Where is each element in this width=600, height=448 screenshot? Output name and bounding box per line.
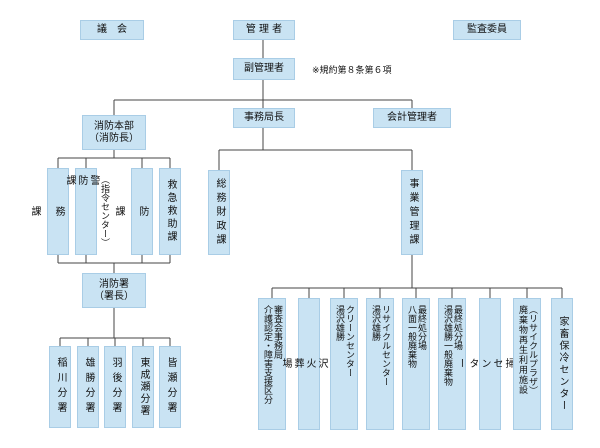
fire-chief-label: （消防長） bbox=[89, 132, 139, 144]
branch-office-label: 雄勝分署 bbox=[83, 357, 94, 417]
accountant-box: 会計管理者 bbox=[373, 108, 451, 128]
branch-office-box: 羽後分署 bbox=[104, 346, 126, 428]
finance-division-label: 総務財政課 bbox=[214, 177, 225, 248]
deputy-manager-box: 副管理者 bbox=[233, 58, 295, 80]
accountant-label: 会計管理者 bbox=[387, 112, 437, 123]
facility-label: 湯沢雄勝 bbox=[334, 305, 344, 341]
manager-box: 管 理 者 bbox=[233, 20, 295, 40]
facility-label: 最終処分場 bbox=[452, 305, 462, 350]
facility-label: 湯沢雄勝 bbox=[370, 305, 380, 341]
finance-division-box: 総務財政課 bbox=[208, 170, 230, 255]
rescue-division-label: 救急救助課 bbox=[165, 179, 176, 244]
facility-box: 湯沢雄勝一般廃棄物 最終処分場 bbox=[438, 298, 466, 430]
facility-label: 審査会事務局 bbox=[272, 305, 282, 359]
business-division-label: 事業管理課 bbox=[407, 177, 418, 248]
facility-box: 湯沢雄勝 リサイクルセンター bbox=[366, 298, 394, 430]
branch-office-label: 稲川分署 bbox=[55, 357, 66, 417]
facility-box: 廃棄物再生利用施設 （リサイクルプラザ） bbox=[513, 298, 541, 430]
facility-box: 湯 沢 火 葬 場 bbox=[280, 298, 339, 430]
facility-label: 湯沢雄勝一般廃棄物 bbox=[442, 305, 452, 386]
branch-office-box: 東成瀬分署 bbox=[132, 346, 154, 428]
facility-box: 八面一般廃棄物 最終処分場 bbox=[402, 298, 430, 430]
fire-hq-label: 消防本部 bbox=[94, 120, 134, 132]
facility-label: リサイクルセンター bbox=[380, 305, 390, 386]
deputy-manager-label: 副管理者 bbox=[244, 63, 284, 74]
bylaw-note: ※規約第８条第６項 bbox=[312, 66, 392, 76]
facility-label: 廃棄物再生利用施設 bbox=[517, 305, 527, 395]
facility-label: 最終処分場 bbox=[416, 305, 426, 350]
facility-label: 介護認定・障害支援区分 bbox=[262, 305, 272, 404]
fire-defense-division-label: 警 防 課 bbox=[64, 175, 99, 191]
rescue-division-box: 救急救助課 bbox=[159, 168, 181, 255]
secretariat-label: 事務局長 bbox=[244, 112, 284, 123]
facility-label: 家畜保冷センター bbox=[557, 316, 568, 412]
fire-station-label: 消防署 bbox=[99, 278, 129, 290]
branch-office-label: 東成瀬分署 bbox=[138, 357, 149, 417]
branch-office-label: 羽後分署 bbox=[110, 357, 121, 417]
facility-box: 清 掃 セ ン タ ー bbox=[455, 298, 526, 430]
station-chief-label: （署長） bbox=[94, 290, 134, 302]
facility-box: 家畜保冷センター bbox=[551, 298, 573, 430]
fire-hq-box: 消防本部 （消防長） bbox=[82, 115, 146, 150]
branch-office-box: 皆瀬分署 bbox=[159, 346, 181, 428]
facility-box: 湯沢雄勝 クリーンセンター bbox=[330, 298, 358, 430]
prevention-division-box: 予 防 課 bbox=[113, 168, 172, 255]
branch-office-label: 皆瀬分署 bbox=[165, 357, 176, 417]
auditor-box: 監査委員 bbox=[453, 20, 521, 40]
fire-defense-division-box: 警 防 課 （指令センター） bbox=[64, 168, 109, 255]
secretariat-box: 事務局長 bbox=[233, 108, 295, 128]
fire-station-box: 消防署 （署長） bbox=[82, 273, 146, 308]
facility-box: 介護認定・障害支援区分 審査会事務局 bbox=[258, 298, 286, 430]
assembly-box: 議 会 bbox=[80, 20, 144, 40]
command-center-label: （指令センター） bbox=[99, 175, 109, 247]
auditor-label: 監査委員 bbox=[467, 24, 507, 35]
facility-label: （リサイクルプラザ） bbox=[527, 305, 537, 395]
branch-office-box: 雄勝分署 bbox=[77, 346, 99, 428]
branch-office-box: 稲川分署 bbox=[49, 346, 71, 428]
assembly-label: 議 会 bbox=[97, 24, 127, 35]
facility-label: クリーンセンター bbox=[344, 305, 354, 377]
business-division-box: 事業管理課 bbox=[401, 170, 423, 255]
manager-label: 管 理 者 bbox=[245, 24, 283, 35]
facility-label: 八面一般廃棄物 bbox=[406, 305, 416, 368]
